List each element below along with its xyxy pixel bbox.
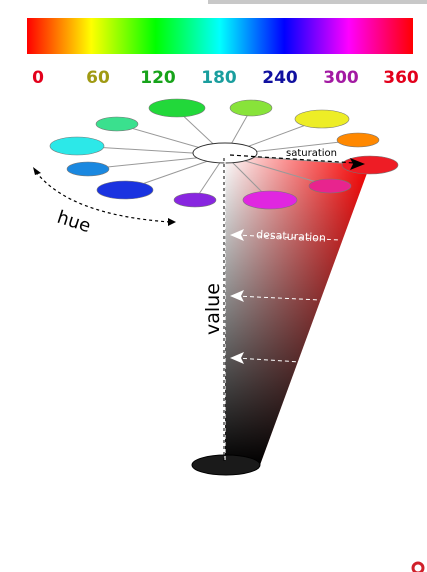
- hue-swatch-yellow: [294, 109, 350, 129]
- saturation-label: saturation: [286, 148, 337, 159]
- value-cone: [225, 155, 370, 465]
- hue-swatch-spring: [95, 116, 139, 132]
- hue-tick-labels: 0 60 120 180 240 300 360: [32, 68, 419, 88]
- top-divider: [208, 0, 427, 4]
- tick-label-0: 0: [32, 68, 44, 88]
- hue-swatch-lime: [229, 99, 273, 117]
- hue-swatch-magenta: [242, 190, 298, 210]
- hue-swatch-rose: [308, 178, 352, 194]
- hue-label: hue: [54, 207, 93, 237]
- hue-swatch-azure: [66, 161, 110, 177]
- tick-label-300: 300: [323, 68, 359, 88]
- hue-swatch-cyan: [49, 136, 105, 156]
- tick-label-240: 240: [262, 68, 298, 88]
- desaturation-arrows: [235, 234, 341, 363]
- desaturation-arrowheads: [230, 229, 244, 364]
- saturation-arrow: [229, 154, 365, 170]
- cone-base-black: [191, 454, 261, 476]
- cone-value-shading: [225, 155, 370, 465]
- hue-swatch-blue: [96, 180, 154, 200]
- hue-swatch-violet: [173, 192, 217, 208]
- hue-gradient-bar: [27, 18, 413, 54]
- tick-label-180: 180: [201, 68, 237, 88]
- wheel-center-white: [192, 142, 258, 164]
- tick-label-360: 360: [383, 68, 419, 88]
- corner-logo: [411, 561, 425, 572]
- hue-arrow: [33, 167, 176, 226]
- hue-wheel: [49, 98, 399, 210]
- tick-label-120: 120: [140, 68, 176, 88]
- value-label: value: [202, 283, 224, 335]
- hue-swatch-orange: [336, 132, 380, 148]
- hue-swatch-green: [148, 98, 206, 118]
- desaturation-label: desaturation: [256, 228, 326, 245]
- tick-label-60: 60: [86, 68, 110, 88]
